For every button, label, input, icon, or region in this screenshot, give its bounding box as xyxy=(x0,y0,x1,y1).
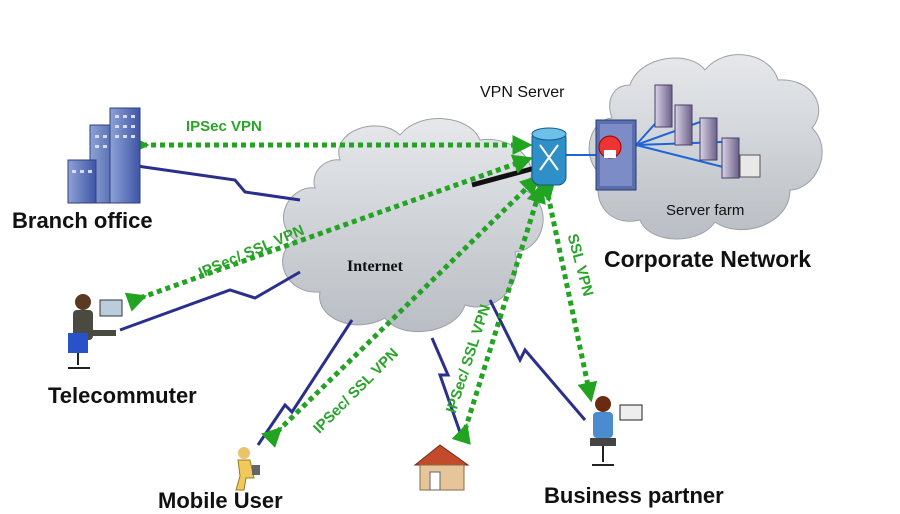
tunnel-partner xyxy=(535,180,598,403)
telecommuter-person-icon xyxy=(68,294,123,369)
wan-link-telecommuter xyxy=(119,270,301,332)
tunnel-home xyxy=(451,182,546,445)
vpn-network-diagram: VPN Server Server farm Corporate Network… xyxy=(12,54,823,513)
mobile-user-label: Mobile User xyxy=(158,488,283,513)
vpn-router-icon xyxy=(531,127,567,186)
wan-link-branch xyxy=(129,163,301,202)
vpn-tunnels xyxy=(124,135,598,448)
wan-link-mobile xyxy=(256,319,354,446)
server-farm-label: Server farm xyxy=(666,202,745,219)
diagram-canvas xyxy=(67,54,823,491)
corporate-network-label: Corporate Network xyxy=(604,246,812,272)
business-partner-person-icon xyxy=(590,396,643,466)
home-house-icon xyxy=(413,444,470,491)
business-partner-label: Business partner xyxy=(544,483,724,508)
server-farm-icons xyxy=(654,84,761,179)
vpn-server-label: VPN Server xyxy=(480,84,565,101)
internet-label: Internet xyxy=(347,258,403,275)
telecommuter-label: Telecommuter xyxy=(48,383,197,408)
mobile-user-person-icon xyxy=(235,447,260,491)
firewall-icon xyxy=(595,119,637,191)
office-building-icon xyxy=(67,107,141,204)
wan-link-partner xyxy=(488,299,587,421)
branch-tunnel-label: IPSec VPN xyxy=(186,118,262,135)
branch-office-label: Branch office xyxy=(12,208,153,233)
